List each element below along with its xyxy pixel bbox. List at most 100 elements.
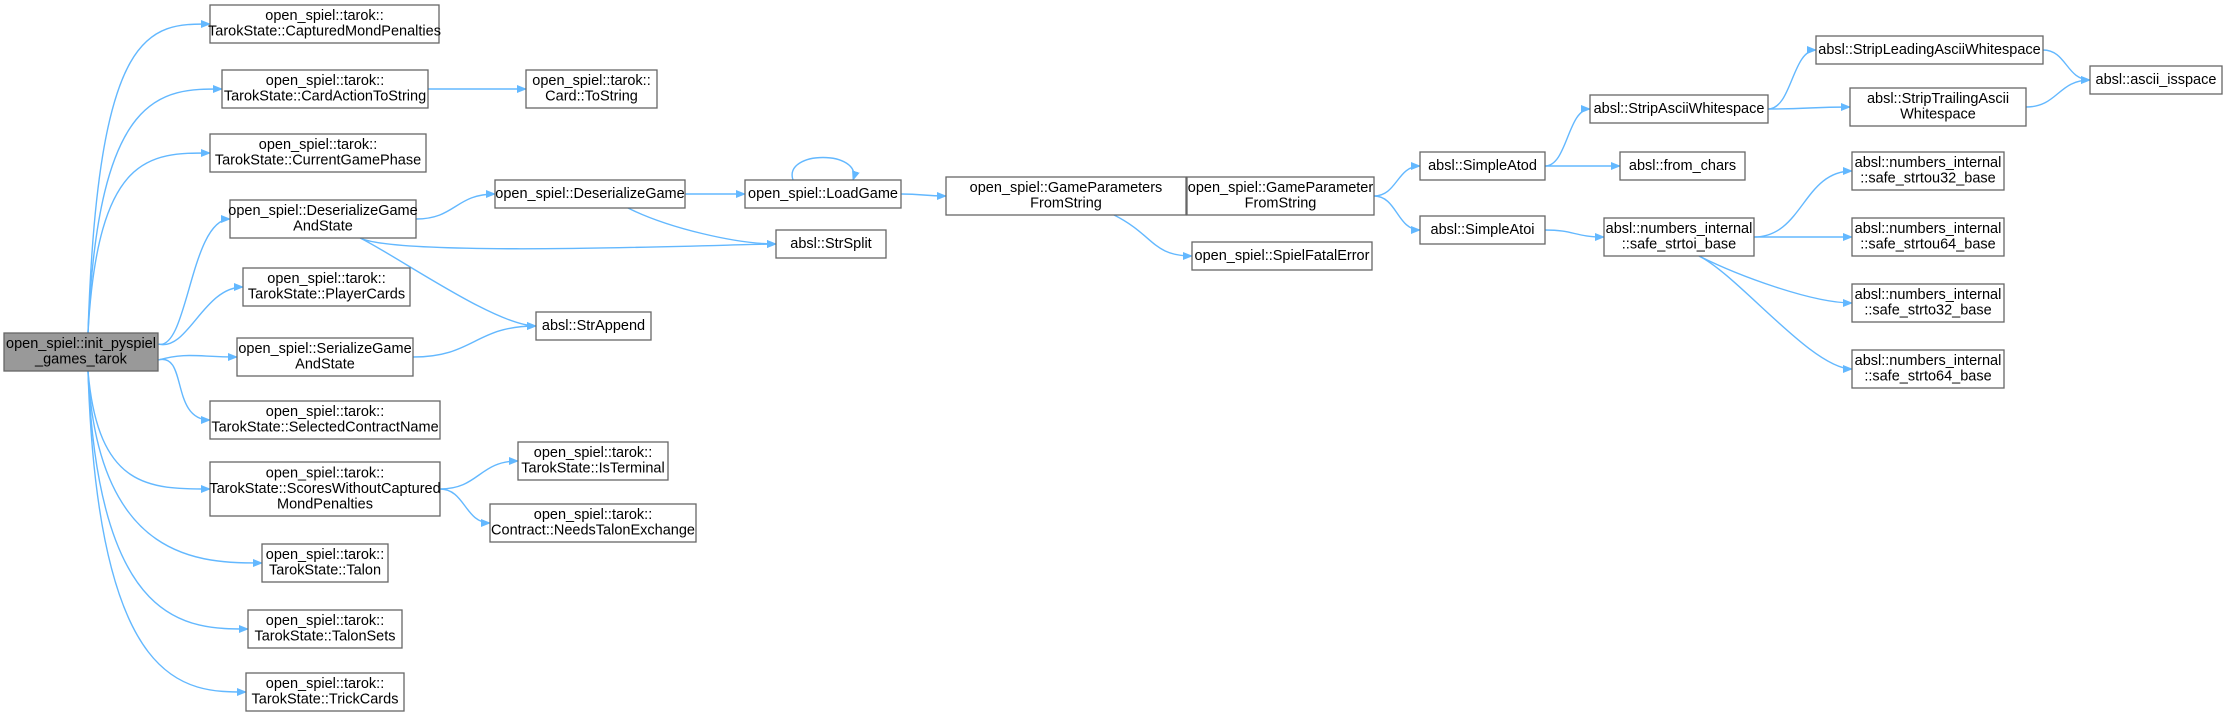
node-label-line: TarokState::Talon bbox=[269, 563, 381, 579]
node-box bbox=[1619, 151, 1746, 181]
node-n16[interactable]: absl::ascii_isspace bbox=[2089, 65, 2223, 95]
node-label-line: open_spiel::SerializeGame bbox=[238, 341, 411, 357]
node-box bbox=[525, 69, 658, 109]
node-label-line: Whitespace bbox=[1900, 107, 1976, 123]
node-n23[interactable]: absl::numbers_internal::safe_strto32_bas… bbox=[1851, 283, 2005, 323]
node-n18[interactable]: absl::from_chars bbox=[1619, 151, 1746, 181]
edge-n13-to-n14 bbox=[1544, 105, 1591, 167]
node-n25[interactable]: open_spiel::tarok::TarokState::PlayerCar… bbox=[242, 267, 411, 307]
edge-root-to-n28 bbox=[87, 370, 211, 493]
node-label-line: open_spiel::tarok:: bbox=[266, 676, 385, 692]
node-n30[interactable]: open_spiel::tarok::Contract::NeedsTalonE… bbox=[489, 503, 697, 543]
node-label-line: absl::numbers_internal bbox=[1606, 221, 1753, 237]
node-label-line: open_spiel::tarok:: bbox=[266, 73, 385, 89]
edge-n11-to-n13 bbox=[1373, 162, 1421, 197]
node-label-line: TarokState::IsTerminal bbox=[521, 461, 664, 477]
node-box bbox=[209, 400, 441, 440]
node-label-line: ::safe_strtou64_base bbox=[1860, 237, 1995, 253]
node-n31[interactable]: open_spiel::tarok::TarokState::Talon bbox=[261, 543, 389, 583]
node-box bbox=[517, 441, 669, 481]
edge-n10-to-n12 bbox=[1113, 214, 1193, 260]
node-n3[interactable]: open_spiel::tarok::Card::ToString bbox=[525, 69, 658, 109]
node-label-line: TarokState::CardActionToString bbox=[224, 89, 426, 105]
node-label-line: open_spiel::tarok:: bbox=[266, 465, 385, 481]
node-root[interactable]: open_spiel::init_pyspiel_games_tarok bbox=[3, 332, 159, 372]
node-box bbox=[1186, 176, 1375, 216]
node-box bbox=[2089, 65, 2223, 95]
edge-root-to-n1 bbox=[87, 20, 211, 334]
node-label-line: open_spiel::tarok:: bbox=[267, 271, 386, 287]
edge-n26-to-n9 bbox=[412, 322, 537, 358]
node-label-line: TarokState::PlayerCards bbox=[248, 287, 405, 303]
node-box bbox=[1419, 151, 1546, 181]
node-n13[interactable]: absl::SimpleAtod bbox=[1419, 151, 1546, 181]
node-box bbox=[247, 609, 403, 649]
node-n24[interactable]: absl::numbers_internal::safe_strto64_bas… bbox=[1851, 349, 2005, 389]
node-box bbox=[209, 133, 427, 173]
node-box bbox=[209, 461, 441, 517]
node-box bbox=[1815, 35, 2044, 65]
node-label-line: ::safe_strto64_base bbox=[1864, 369, 1991, 385]
node-n8[interactable]: absl::StrSplit bbox=[775, 229, 887, 259]
node-box bbox=[1589, 94, 1769, 124]
node-n27[interactable]: open_spiel::tarok::TarokState::SelectedC… bbox=[209, 400, 441, 440]
node-label-line: ::safe_strtoi_base bbox=[1622, 237, 1736, 253]
edges-layer bbox=[87, 20, 2091, 696]
node-n2[interactable]: open_spiel::tarok::TarokState::CardActio… bbox=[221, 69, 429, 109]
node-label-line: FromString bbox=[1245, 196, 1317, 212]
node-label-line: open_spiel::GameParameter bbox=[1188, 180, 1374, 196]
node-n19[interactable]: absl::SimpleAtoi bbox=[1419, 215, 1546, 245]
node-n28[interactable]: open_spiel::tarok::TarokState::ScoresWit… bbox=[209, 461, 441, 517]
node-label-line: TarokState::SelectedContractName bbox=[211, 420, 438, 436]
node-label-line: AndState bbox=[293, 219, 353, 235]
node-label-line: TarokState::ScoresWithoutCaptured bbox=[209, 481, 440, 497]
node-label-line: absl::StrAppend bbox=[542, 318, 645, 334]
node-label-line: absl::StripLeadingAsciiWhitespace bbox=[1818, 42, 2040, 58]
node-box bbox=[209, 4, 440, 44]
node-label-line: Card::ToString bbox=[545, 89, 638, 105]
node-label-line: ::safe_strto32_base bbox=[1864, 303, 1991, 319]
edge-n28-to-n30 bbox=[439, 488, 491, 527]
node-label-line: _games_tarok bbox=[34, 352, 128, 368]
node-n21[interactable]: absl::numbers_internal::safe_strtou32_ba… bbox=[1851, 151, 2005, 191]
node-n9[interactable]: absl::StrAppend bbox=[535, 311, 652, 341]
node-n14[interactable]: absl::StripAsciiWhitespace bbox=[1589, 94, 1769, 124]
edge-root-to-n33 bbox=[87, 370, 247, 696]
node-box bbox=[1419, 215, 1546, 245]
node-n33[interactable]: open_spiel::tarok::TarokState::TrickCard… bbox=[245, 672, 405, 712]
node-n15[interactable]: absl::StripLeadingAsciiWhitespace bbox=[1815, 35, 2044, 65]
node-box bbox=[3, 332, 159, 372]
node-label-line: absl::numbers_internal bbox=[1855, 155, 2002, 171]
node-n7[interactable]: open_spiel::LoadGame bbox=[744, 179, 902, 209]
node-n4[interactable]: open_spiel::tarok::TarokState::CurrentGa… bbox=[209, 133, 427, 173]
node-label-line: absl::from_chars bbox=[1629, 158, 1736, 174]
edge-n20-to-n24 bbox=[1698, 255, 1853, 373]
node-label-line: TarokState::CapturedMondPenalties bbox=[208, 24, 441, 40]
node-label-line: open_spiel::LoadGame bbox=[748, 186, 898, 202]
edge-n15-to-n16 bbox=[2042, 49, 2091, 84]
node-n22[interactable]: absl::numbers_internal::safe_strtou64_ba… bbox=[1851, 217, 2005, 257]
node-n32[interactable]: open_spiel::tarok::TarokState::TalonSets bbox=[247, 609, 403, 649]
node-n6[interactable]: open_spiel::DeserializeGame bbox=[494, 179, 686, 209]
node-box bbox=[1851, 283, 2005, 323]
node-n29[interactable]: open_spiel::tarok::TarokState::IsTermina… bbox=[517, 441, 669, 481]
node-n12[interactable]: open_spiel::SpielFatalError bbox=[1191, 241, 1373, 271]
edge-n20-to-n23 bbox=[1698, 255, 1853, 307]
node-box bbox=[489, 503, 697, 543]
edge-n7-to-n7 bbox=[791, 156, 860, 181]
edge-n7-to-n10 bbox=[900, 191, 947, 200]
node-n1[interactable]: open_spiel::tarok::TarokState::CapturedM… bbox=[208, 4, 441, 44]
edge-root-to-n4 bbox=[87, 149, 211, 334]
node-label-line: absl::StrSplit bbox=[790, 236, 871, 252]
node-label-line: open_spiel::tarok:: bbox=[266, 404, 385, 420]
node-n20[interactable]: absl::numbers_internal::safe_strtoi_base bbox=[1603, 217, 1755, 257]
node-label-line: MondPenalties bbox=[277, 496, 373, 512]
node-box bbox=[1851, 151, 2005, 191]
edge-n14-to-n17 bbox=[1767, 103, 1851, 112]
node-label-line: open_spiel::tarok:: bbox=[265, 8, 384, 24]
